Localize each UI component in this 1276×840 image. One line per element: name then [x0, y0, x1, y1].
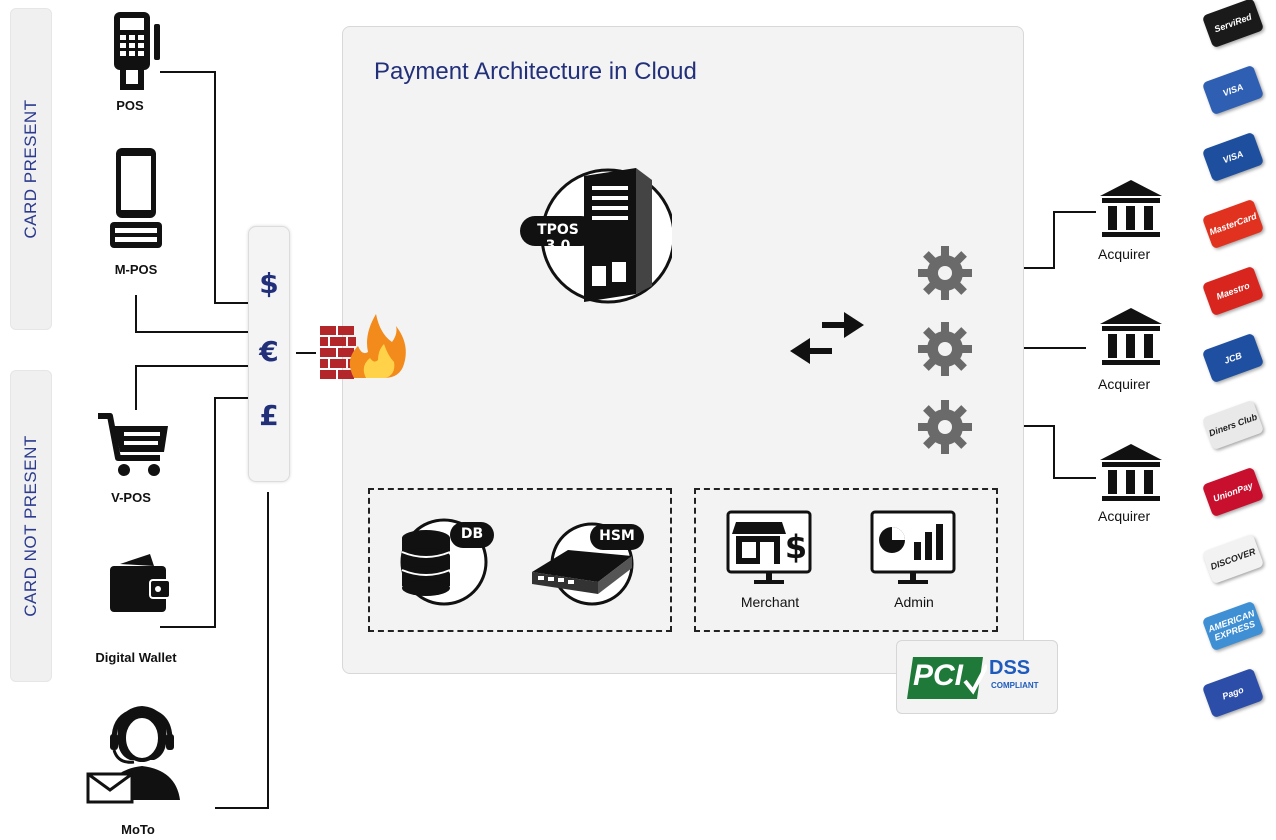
merchant-store-icon: $ [726, 510, 812, 588]
acquirer-label: Acquirer [1098, 508, 1151, 524]
euro-sign: € [259, 335, 279, 368]
hsm-label: HSM [599, 528, 635, 544]
card-not-present-label: CARD NOT PRESENT [21, 435, 40, 617]
hsm-device-icon: HSM [528, 512, 646, 608]
gear-icon [916, 244, 974, 302]
wallet-icon [106, 552, 176, 616]
exchange-arrows-icon [788, 310, 866, 368]
firewall-icon [318, 312, 408, 380]
card-present-band: CARD PRESENT [10, 8, 52, 330]
bank-icon [1098, 442, 1164, 506]
card-brand-name: VISA [1221, 148, 1245, 166]
card-brand-name: Pago [1220, 684, 1246, 702]
acquirer-label: Acquirer [1098, 246, 1151, 262]
dollar-sign: $ [259, 267, 279, 300]
card-brand-name: JCB [1222, 350, 1244, 366]
management-group [694, 488, 998, 632]
bank-icon [1098, 178, 1164, 242]
pos-label: POS [116, 98, 144, 113]
admin-label: Admin [894, 594, 934, 610]
wallet-label: Digital Wallet [95, 650, 177, 665]
pos-terminal-icon [108, 10, 168, 92]
tpos-server-icon: TPOS 3.0 [516, 166, 676, 312]
compliant-text: COMPLIANT [991, 681, 1039, 690]
data-storage-group [368, 488, 672, 632]
pci-logo: PCI [907, 651, 989, 703]
vpos-label: V-POS [111, 490, 151, 505]
card-brand-name: ServiRed [1212, 11, 1254, 35]
card-not-present-band: CARD NOT PRESENT [10, 370, 52, 682]
gear-icon [916, 398, 974, 456]
pound-sign: £ [259, 399, 279, 432]
mpos-label: M-POS [114, 262, 158, 277]
admin-dashboard-icon [870, 510, 956, 588]
pci-dss-badge: PCI DSS COMPLIANT [896, 640, 1058, 714]
pci-text: PCI [913, 659, 964, 692]
currency-bar: $ € £ [248, 226, 290, 482]
mobile-pos-icon [106, 146, 166, 252]
card-brand-name: DISCOVER [1209, 546, 1257, 572]
cloud-title: Payment Architecture in Cloud [374, 58, 697, 85]
card-brand-name: UnionPay [1211, 480, 1255, 504]
svg-text:$: $ [785, 528, 807, 566]
merchant-label: Merchant [740, 594, 800, 610]
card-brand-name: Maestro [1215, 280, 1251, 302]
moto-label: MoTo [121, 822, 155, 837]
card-present-label: CARD PRESENT [21, 99, 40, 239]
card-brand-name: MasterCard [1208, 210, 1258, 238]
database-icon: DB [396, 510, 496, 606]
card-brand-name: Diners Club [1207, 411, 1259, 439]
gear-icon [916, 320, 974, 378]
db-label: DB [460, 526, 484, 542]
shopping-cart-icon [94, 410, 174, 480]
dss-text: DSS [989, 657, 1031, 679]
acquirer-label: Acquirer [1098, 376, 1151, 392]
card-brand-name: VISA [1221, 81, 1245, 99]
bank-icon [1098, 306, 1164, 370]
call-center-agent-icon [84, 700, 194, 804]
tpos-label: TPOS 3.0 [537, 222, 579, 254]
